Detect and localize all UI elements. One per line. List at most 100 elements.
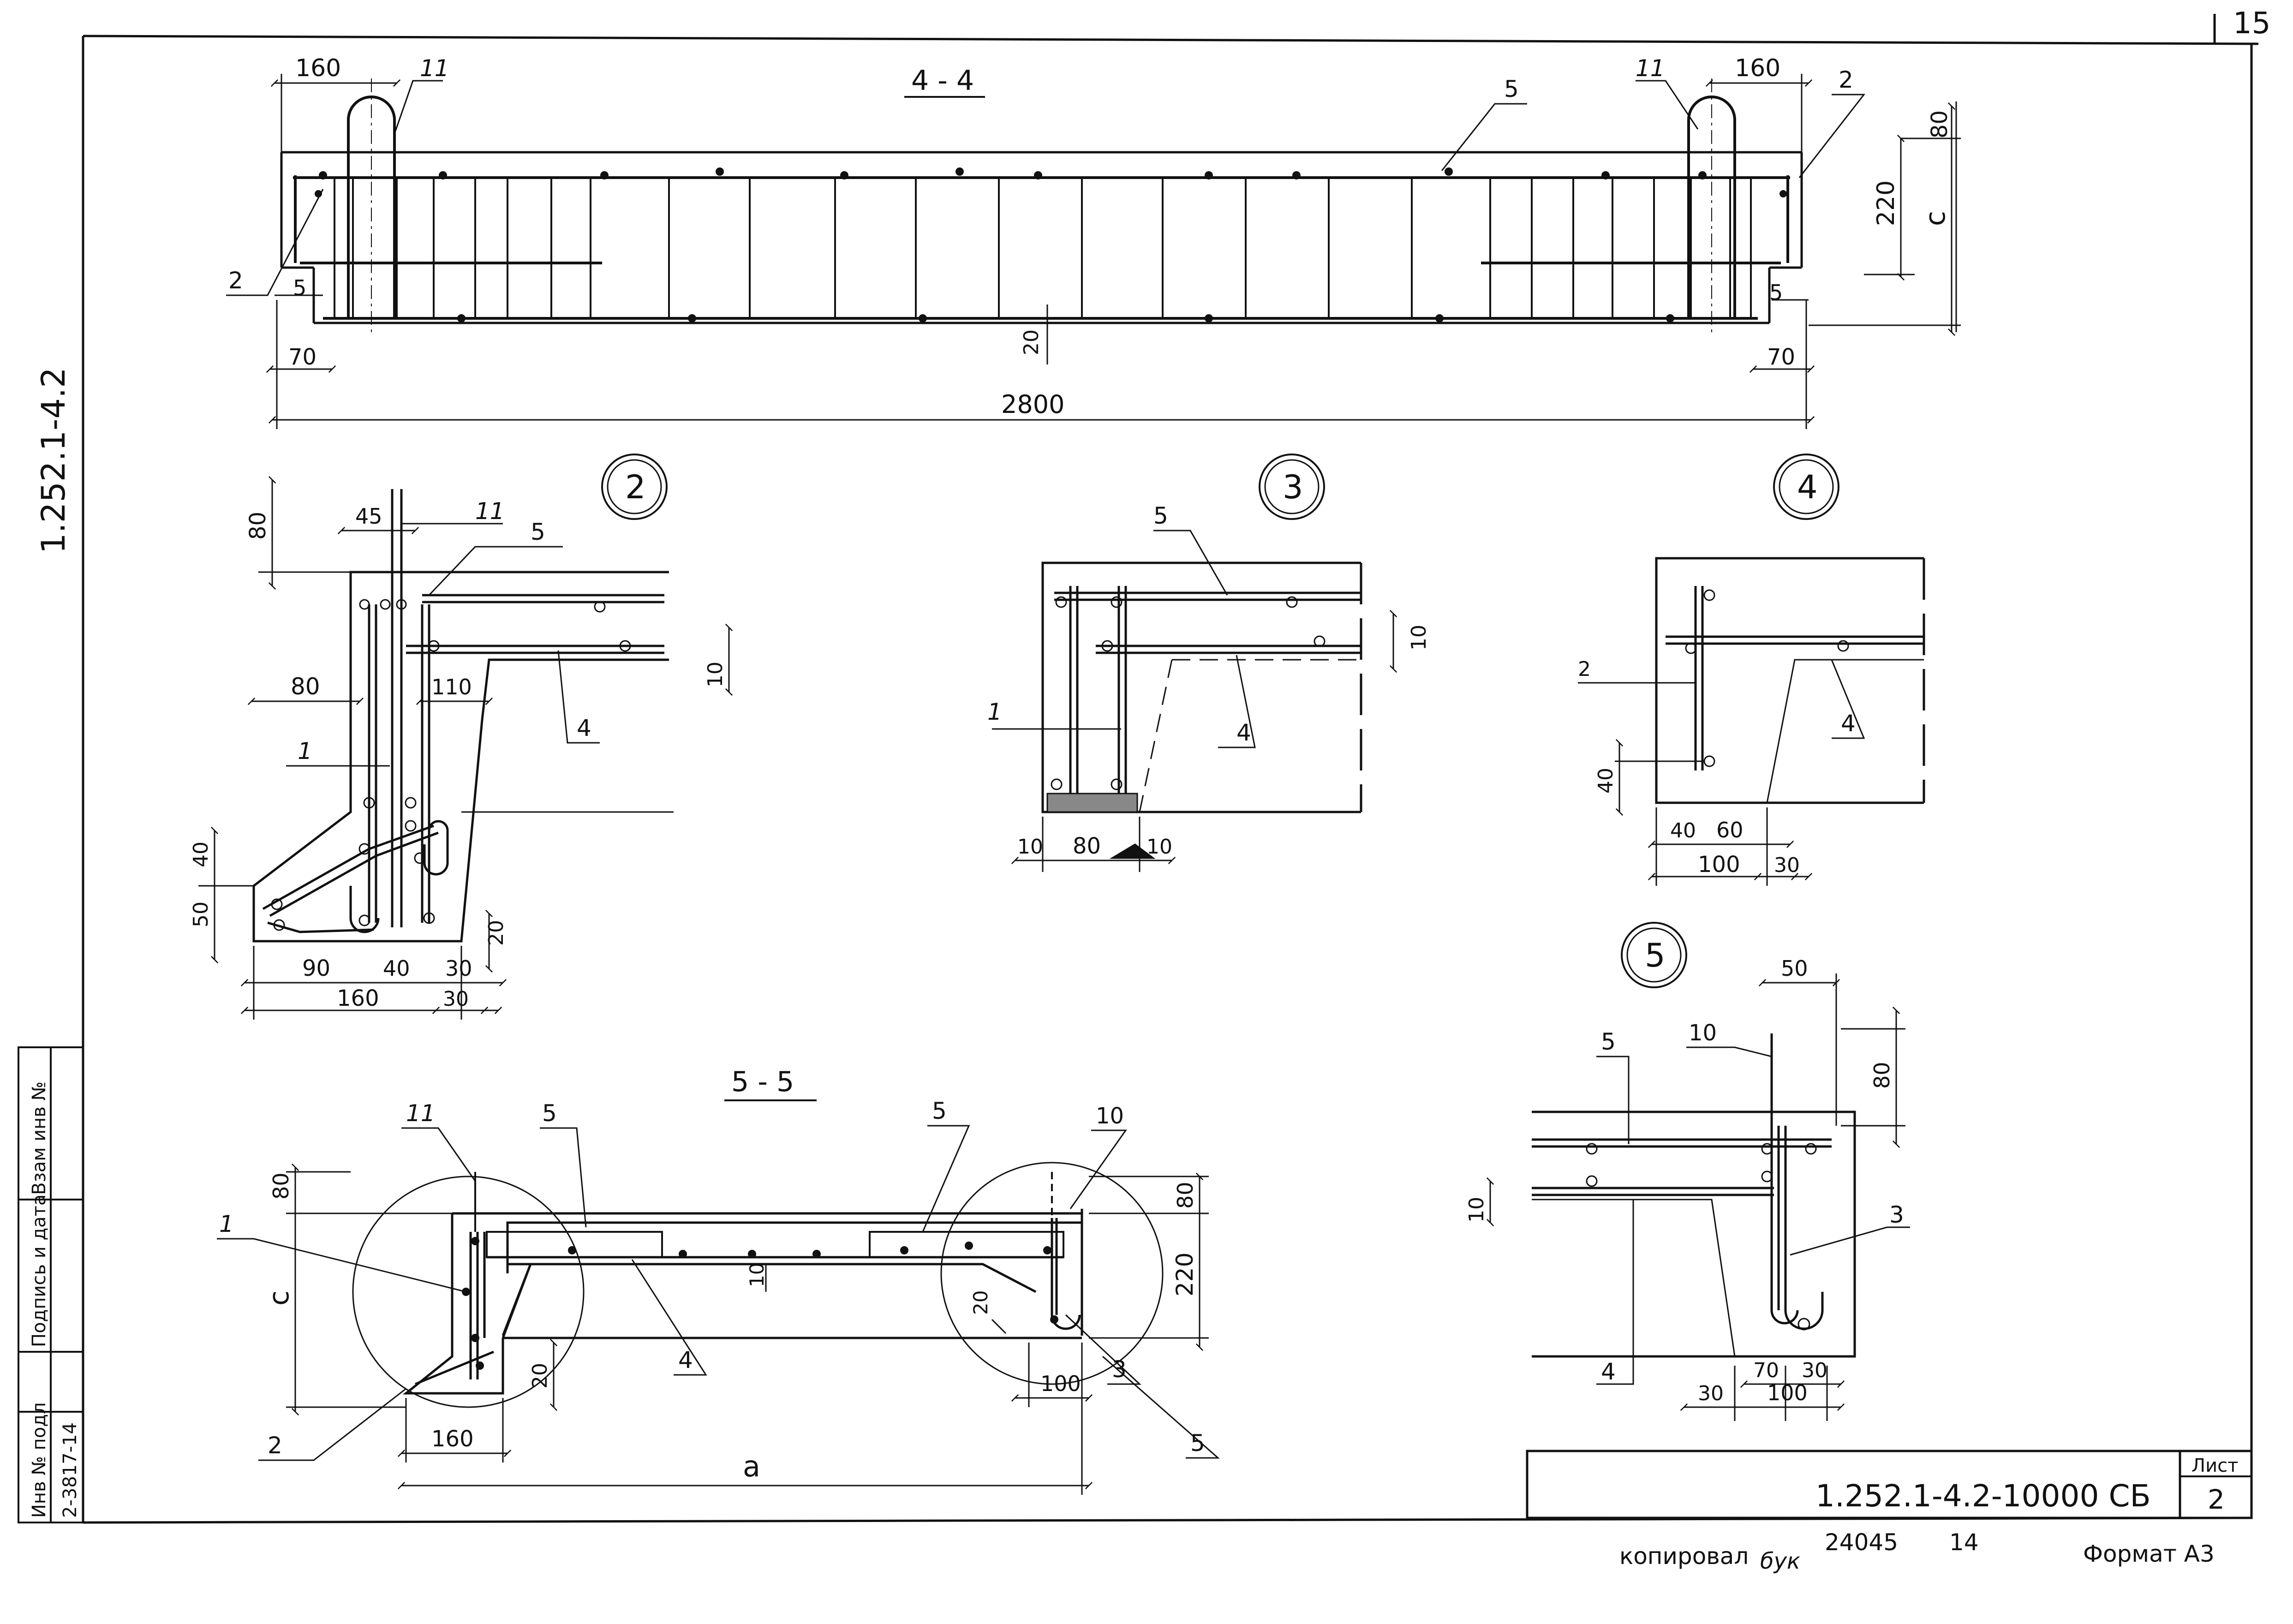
detail-4-dots [1685,589,1849,767]
sheet-frame [82,14,2259,1524]
dim-right-c: c [1919,211,1952,226]
d5-label-10: 10 [1689,1020,1717,1046]
d2-label-11: 11 [475,498,505,525]
d5-dim-50: 50 [1781,956,1808,981]
d2-dim-80a: 80 [245,512,271,540]
s5-dim-20b: 20 [969,1290,992,1315]
lifting-loops [347,96,1736,318]
label-11-left: 11 [420,55,449,82]
s5-dim-80: 80 [269,1172,293,1200]
s5-label-2: 2 [268,1432,282,1459]
d5-dim-70: 70 [1753,1359,1779,1382]
d2-dim-45: 45 [355,504,382,529]
dim-right-5: 5 [1769,280,1783,305]
label-2-left: 2 [228,267,243,294]
beam-outline [280,151,1803,324]
d2-dim-30a: 30 [445,956,472,981]
page-number: 14 [1949,1529,1979,1556]
sheet-value: 2 [2208,1484,2225,1515]
series-code-vertical: 1.252.1-4.2 [35,367,72,554]
d4-label-4: 4 [1841,710,1856,737]
d3-label-4: 4 [1236,719,1251,746]
sheet-label: Лист [2191,1455,2238,1476]
d2-dim-80b: 80 [291,673,320,700]
detail-3-bars [1054,586,1361,794]
detail-4-callout: 4 [1797,468,1818,506]
stamp-signature-date: Подпись и дата [29,1194,50,1347]
section-4-title: 4 - 4 [911,65,974,97]
d3-label-5: 5 [1153,502,1168,529]
copied-sign: бук [1760,1548,1800,1574]
s5-dim-10: 10 [746,1263,768,1287]
d3-dim-10: 10 [1407,625,1431,651]
detail-5-leaders [1596,1046,1910,1385]
detail-5-callout: 5 [1645,937,1666,974]
d4-dim-40a: 40 [1594,768,1618,794]
d5-dim-30a: 30 [1802,1359,1827,1382]
s5-label-3: 3 [1112,1356,1127,1383]
d5-dim-100: 100 [1767,1380,1808,1405]
detail-2-bars [262,489,664,933]
d3-dim-80: 80 [1073,833,1101,859]
s5-label-5c: 5 [1190,1430,1205,1457]
d2-label-5: 5 [531,519,545,545]
d5-label-4: 4 [1601,1358,1616,1385]
detail-4: 4 40 40 60 100 30 [1578,454,1925,886]
d2-dim-40: 40 [189,842,213,867]
dim-right-80: 80 [1927,110,1953,138]
d2-label-4: 4 [577,715,591,741]
detail-2-dimensions [198,476,733,1020]
detail-3-dimensions [1011,609,1397,872]
section-4-4: 4 - 4 [226,54,1961,429]
section-5-leaders [217,1125,1220,1461]
dim-right-70: 70 [1767,344,1795,370]
d5-dim-10: 10 [1465,1197,1488,1223]
section-4-leaders [226,80,1866,296]
d2-dim-40b: 40 [383,956,410,981]
detail-5-bars [1532,1033,1832,1330]
detail-5-dots [1586,1143,1817,1331]
dim-mid-20: 20 [1020,329,1043,355]
section-5-concrete [402,1209,1083,1395]
detail-3: 3 10 [987,454,1431,872]
d2-dim-30b: 30 [443,987,469,1011]
d4-dim-30: 30 [1774,854,1800,877]
title-block [1526,1450,2253,1519]
label-5: 5 [1504,76,1519,102]
s5-label-5b: 5 [932,1098,947,1124]
callout-circle-right [940,1162,1164,1385]
detail-5: 5 [1465,922,1910,1421]
stamp-replace-inv: Взам инв № [29,1081,50,1195]
order-number: 24045 [1825,1529,1898,1556]
d2-label-1: 1 [298,738,312,764]
d2-dim-50: 50 [189,902,213,927]
detail-5-concrete [1532,1111,1856,1358]
s5-label-4: 4 [678,1347,693,1373]
section-5-5: 5 - 5 [217,1066,1220,1495]
d5-dim-30b: 30 [1698,1382,1724,1405]
s5-dim-20: 20 [528,1363,552,1389]
d3-label-1: 1 [987,699,1002,725]
detail-3-callout: 3 [1283,468,1303,506]
dim-left-70: 70 [288,344,316,370]
dim-total-2800: 2800 [1001,390,1064,419]
detail-2: 2 [189,454,733,1020]
left-stamp: Взам инв № Подпись и дата Инв № подл 2-3… [18,1046,84,1523]
d5-dim-80: 80 [1869,1062,1894,1089]
dim-left-5: 5 [293,275,306,300]
detail-2-leaders [286,523,600,767]
detail-5-dimensions [1486,973,1905,1421]
d2-dim-110: 110 [431,675,472,699]
d5-label-3: 3 [1889,1201,1904,1228]
d4-label-2: 2 [1578,657,1591,681]
s5-label-1: 1 [219,1211,234,1237]
format-label: Формат А3 [2083,1540,2215,1567]
dim-top-left: 160 [295,54,341,82]
detail-4-leaders [1578,659,1865,739]
detail-4-concrete [1655,557,1925,804]
section-5-title: 5 - 5 [731,1066,794,1098]
section-4-dimensions [266,74,1961,429]
s5-label-10: 10 [1096,1103,1124,1129]
detail-4-bars [1666,586,1924,770]
s5-dim-160: 160 [431,1426,474,1452]
